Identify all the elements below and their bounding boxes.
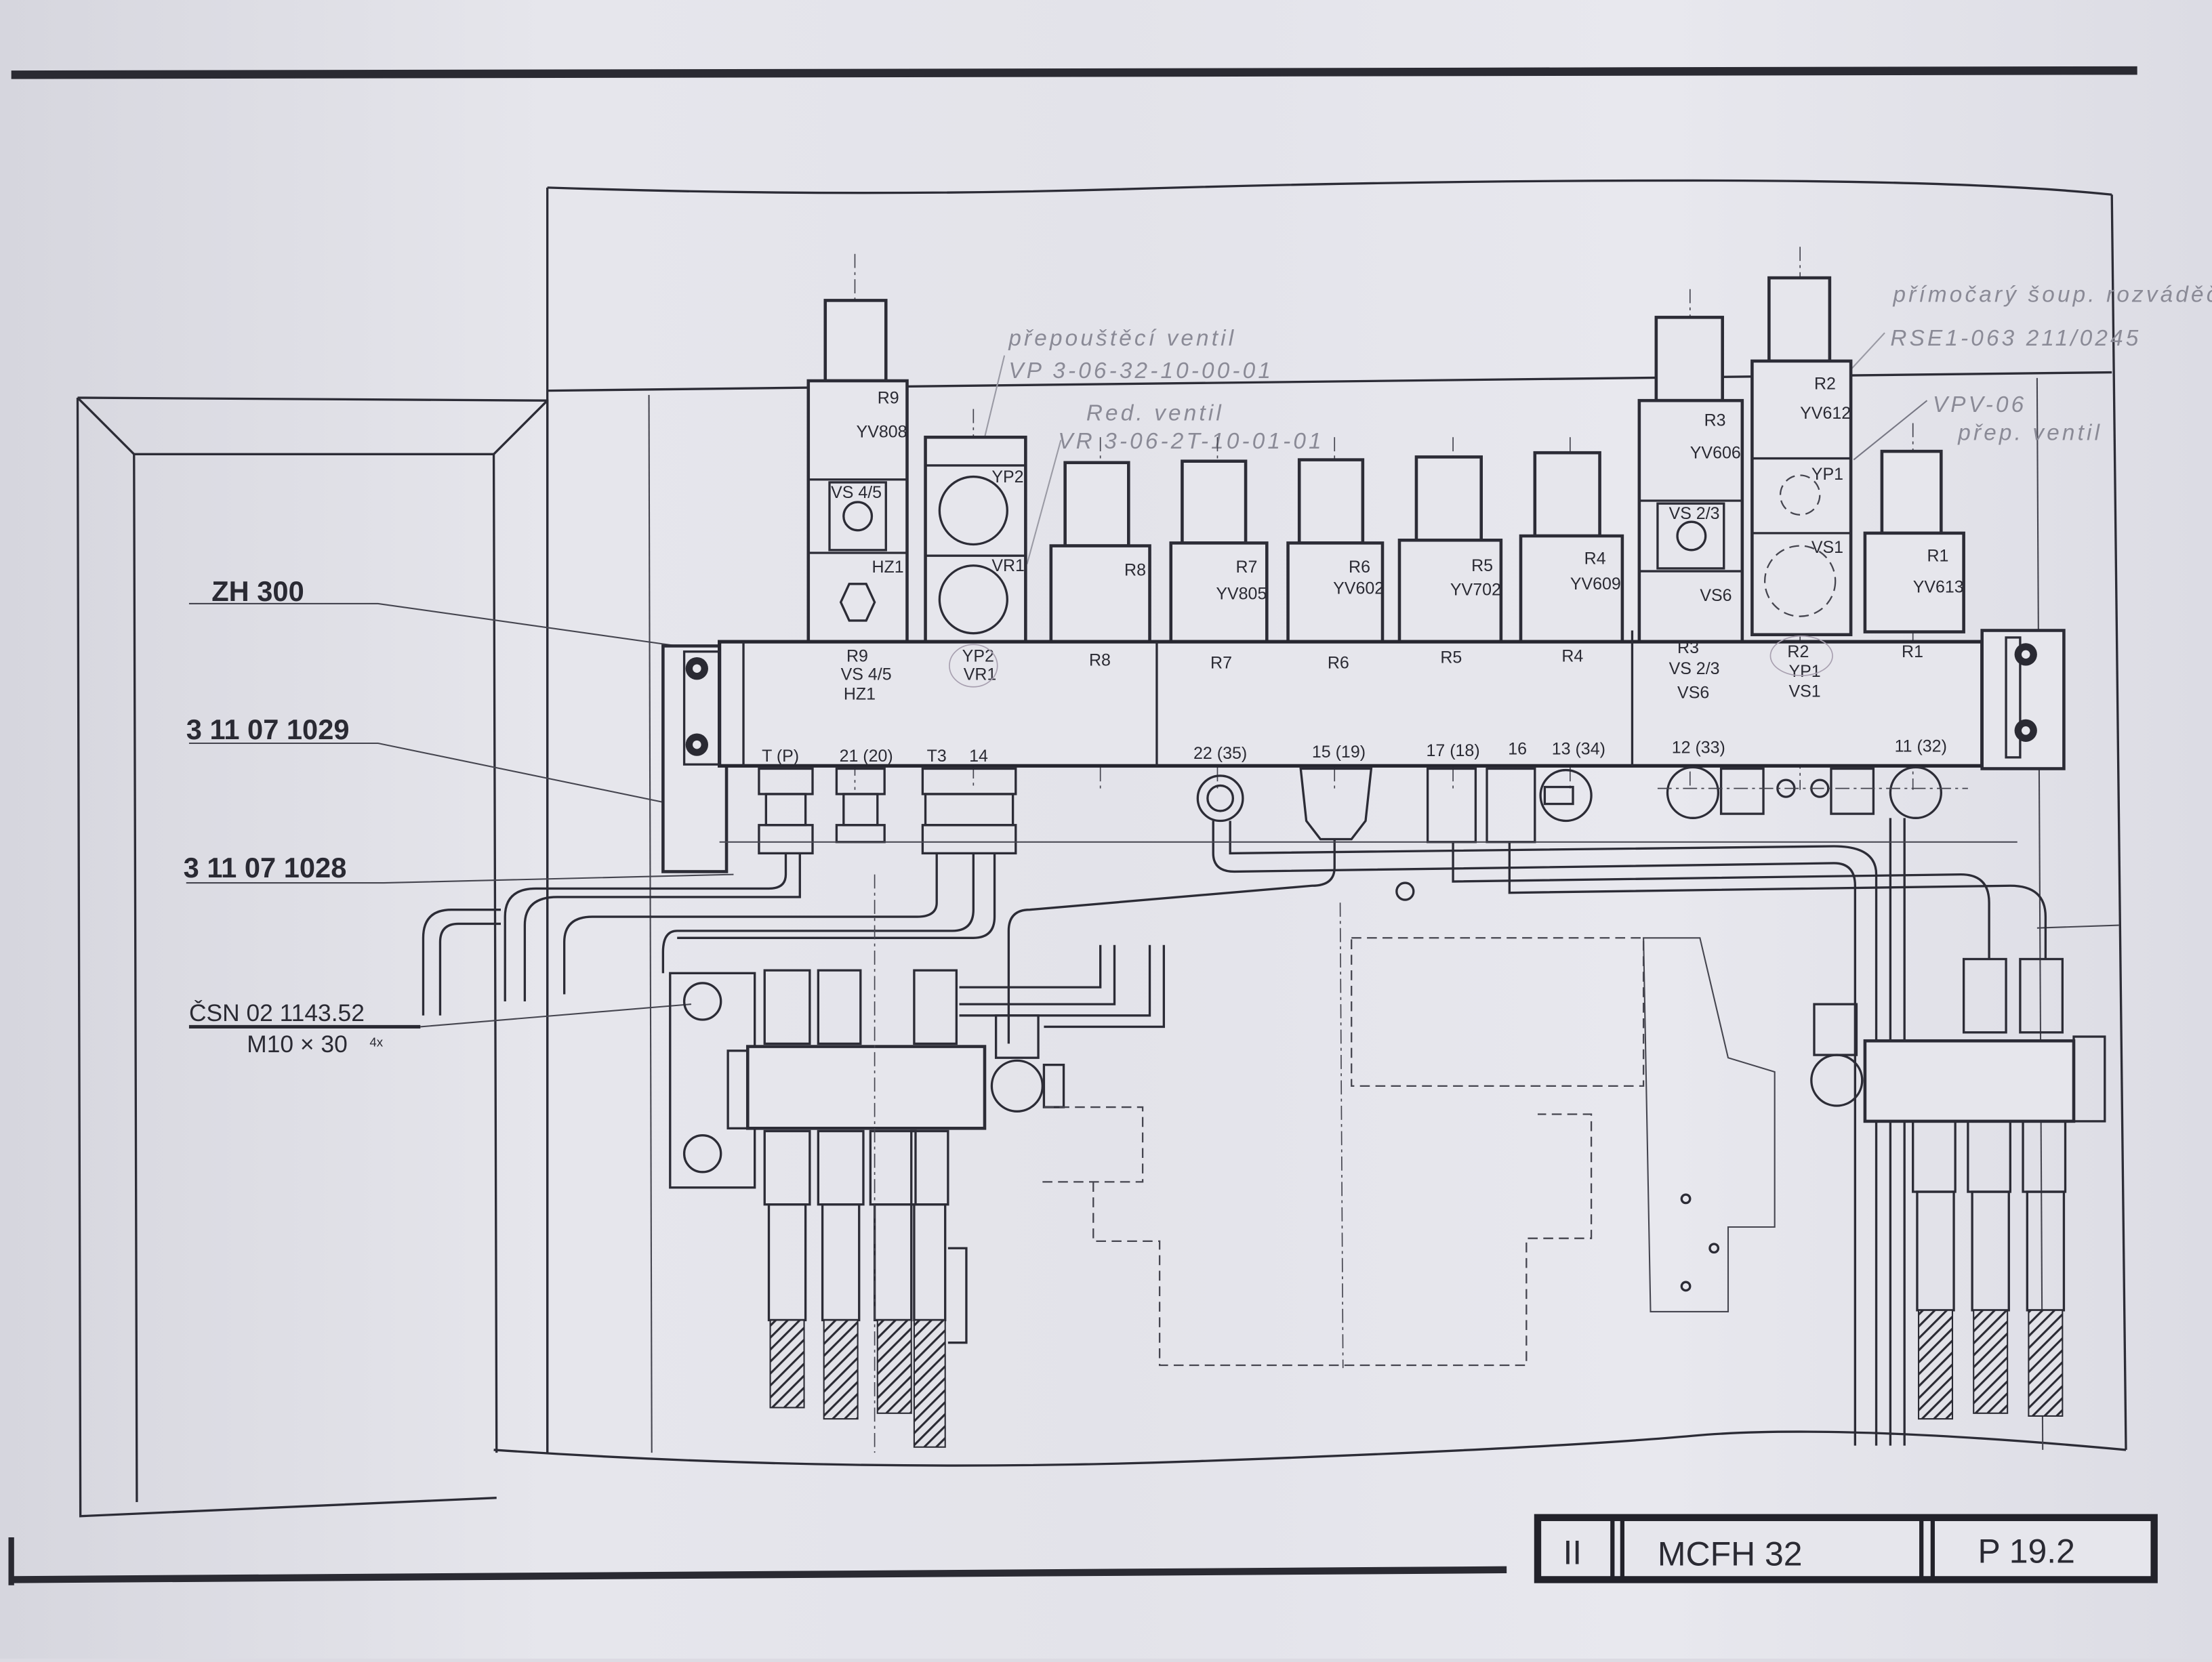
port-label: 15 (19)	[1312, 743, 1366, 762]
valve-r6: R6 YV602	[1286, 458, 1385, 644]
valve-r7: R7 YV805	[1169, 459, 1269, 644]
port-label: 12 (33)	[1672, 739, 1725, 757]
hydraulic-pipes	[422, 818, 2047, 1446]
r3-sub-label: VS 2/3	[1669, 504, 1720, 523]
note-reducing-title: Red. ventil	[1086, 400, 1224, 425]
r6-label: R6	[1349, 558, 1370, 577]
cover-frame	[76, 396, 549, 1518]
r9-sub-label: VS 4/5	[831, 483, 882, 502]
distributor-block-left	[669, 969, 1065, 1189]
port-label: 22 (35)	[1193, 744, 1247, 763]
port-label: T (P)	[762, 747, 799, 766]
machine-frame	[493, 179, 2127, 1467]
port-label: 14	[969, 747, 988, 766]
r3-label: R3	[1704, 411, 1726, 430]
manifold-label: VS 2/3	[1669, 659, 1720, 678]
vr1-label: VR1	[991, 556, 1025, 575]
manifold-label: VS 4/5	[841, 665, 892, 684]
manifold-label: VR1	[964, 665, 997, 684]
manifold-label: R9	[846, 646, 868, 665]
port-labels: T (P) 21 (20) T3 14 22 (35) 15 (19) 17 (…	[762, 737, 1947, 766]
port-label: T3	[927, 747, 947, 766]
valve-r5: R5 YV702	[1397, 455, 1503, 644]
callout-bolt-qty: 4x	[369, 1035, 383, 1050]
port-label: 13 (34)	[1552, 740, 1605, 759]
manifold-label: R8	[1089, 651, 1111, 670]
r9-label: R9	[878, 388, 899, 407]
valve-r4: R4 YV609	[1519, 451, 1624, 644]
note-vpv-code: VPV-06	[1933, 392, 2027, 417]
note-relief-code: VP 3-06-32-10-00-01	[1008, 358, 1273, 383]
r4-label: R4	[1584, 549, 1606, 568]
hidden-outlines	[874, 874, 1776, 1453]
manifold-label: VS1	[1789, 682, 1821, 701]
r2-sub-label: YP1	[1811, 465, 1843, 484]
hoses-left	[763, 1129, 968, 1448]
port-label: 16	[1508, 740, 1527, 759]
r8-label: R8	[1124, 560, 1146, 579]
manifold-label: R2	[1787, 642, 1809, 661]
valve-r2: R2 YV612 YP1 VS1	[1750, 276, 1853, 637]
callout-part-1029: 3 11 07 1029	[186, 713, 350, 745]
valve-r8: R8	[1049, 461, 1151, 644]
r9-coil-label: YV808	[857, 422, 907, 441]
r9-lower-label: HZ1	[872, 558, 903, 577]
callout-part-1028: 3 11 07 1028	[184, 852, 347, 884]
manifold-label: HZ1	[844, 684, 876, 703]
manifold-block: R9 VS 4/5 HZ1 YP2 VR1 R8 R7 R6 R5 R4 R3 …	[661, 629, 2066, 873]
r2-label: R2	[1814, 375, 1836, 394]
manifold-label: R6	[1328, 654, 1349, 673]
port-label: 21 (20)	[840, 747, 893, 766]
manifold-label: R3	[1677, 638, 1699, 657]
r5-label: R5	[1471, 556, 1493, 575]
callout-csn: ČSN 02 1143.52	[189, 1000, 365, 1026]
callout-zh300: ZH 300	[211, 575, 304, 607]
note-directional-title: přímočarý šoup. rozváděč	[1893, 282, 2212, 307]
bolt-icon	[685, 643, 2037, 756]
r7-label: R7	[1236, 558, 1258, 577]
r1-label: R1	[1927, 546, 1949, 565]
manifold-label: YP1	[1789, 662, 1821, 681]
manifold-label: R5	[1440, 648, 1462, 667]
callouts: ZH 300 3 11 07 1029 3 11 07 1028 ČSN 02 …	[184, 575, 798, 1058]
handwritten-notes: přepouštěcí ventil VP 3-06-32-10-00-01 R…	[983, 282, 2212, 564]
distributor-block-right	[1810, 957, 2106, 1420]
note-directional-code: RSE1-063 211/0245	[1890, 326, 2141, 351]
r6-coil-label: YV602	[1333, 579, 1384, 598]
title-page: P 19.2	[1978, 1532, 2074, 1570]
valve-r1: R1 YV613	[1863, 449, 1965, 633]
valve-r9: R9 YV808 VS 4/5 HZ1	[806, 299, 909, 644]
r7-coil-label: YV805	[1216, 585, 1267, 604]
note-relief-title: přepouštěcí ventil	[1008, 326, 1236, 351]
r1-coil-label: YV613	[1913, 577, 1964, 596]
pipe-fittings	[758, 766, 1968, 855]
manifold-label: VS6	[1677, 683, 1709, 702]
r2-coil-label: YV612	[1800, 404, 1851, 423]
manifold-label: R4	[1561, 646, 1583, 665]
note-reducing-code: VR 3-06-2T-10-01-01	[1058, 429, 1324, 454]
r2-lower-label: VS1	[1811, 538, 1843, 557]
manifold-label: R7	[1210, 654, 1232, 673]
title-machine: MCFH 32	[1658, 1535, 1803, 1573]
r4-coil-label: YV609	[1570, 575, 1621, 594]
r5-coil-label: YV702	[1450, 580, 1501, 599]
port-label: 17 (18)	[1427, 741, 1480, 760]
note-vpv-title: přep. ventil	[1957, 420, 2102, 445]
port-label: 11 (32)	[1895, 737, 1947, 756]
title-block: II MCFH 32 P 19.2	[1534, 1514, 2158, 1583]
title-sheet-number: II	[1563, 1534, 1582, 1572]
valve-r3: R3 YV606 VS 2/3 VS6	[1637, 316, 1744, 644]
valve-vp2-vr1: YP2 VR1	[924, 436, 1027, 644]
yp2-label: YP2	[991, 468, 1023, 486]
r3-lower-label: VS6	[1700, 586, 1732, 605]
sheet-border	[8, 66, 2137, 1585]
r3-coil-label: YV606	[1690, 444, 1741, 463]
manifold-label: R1	[1902, 642, 1923, 661]
callout-bolt: M10 × 30	[247, 1031, 347, 1058]
